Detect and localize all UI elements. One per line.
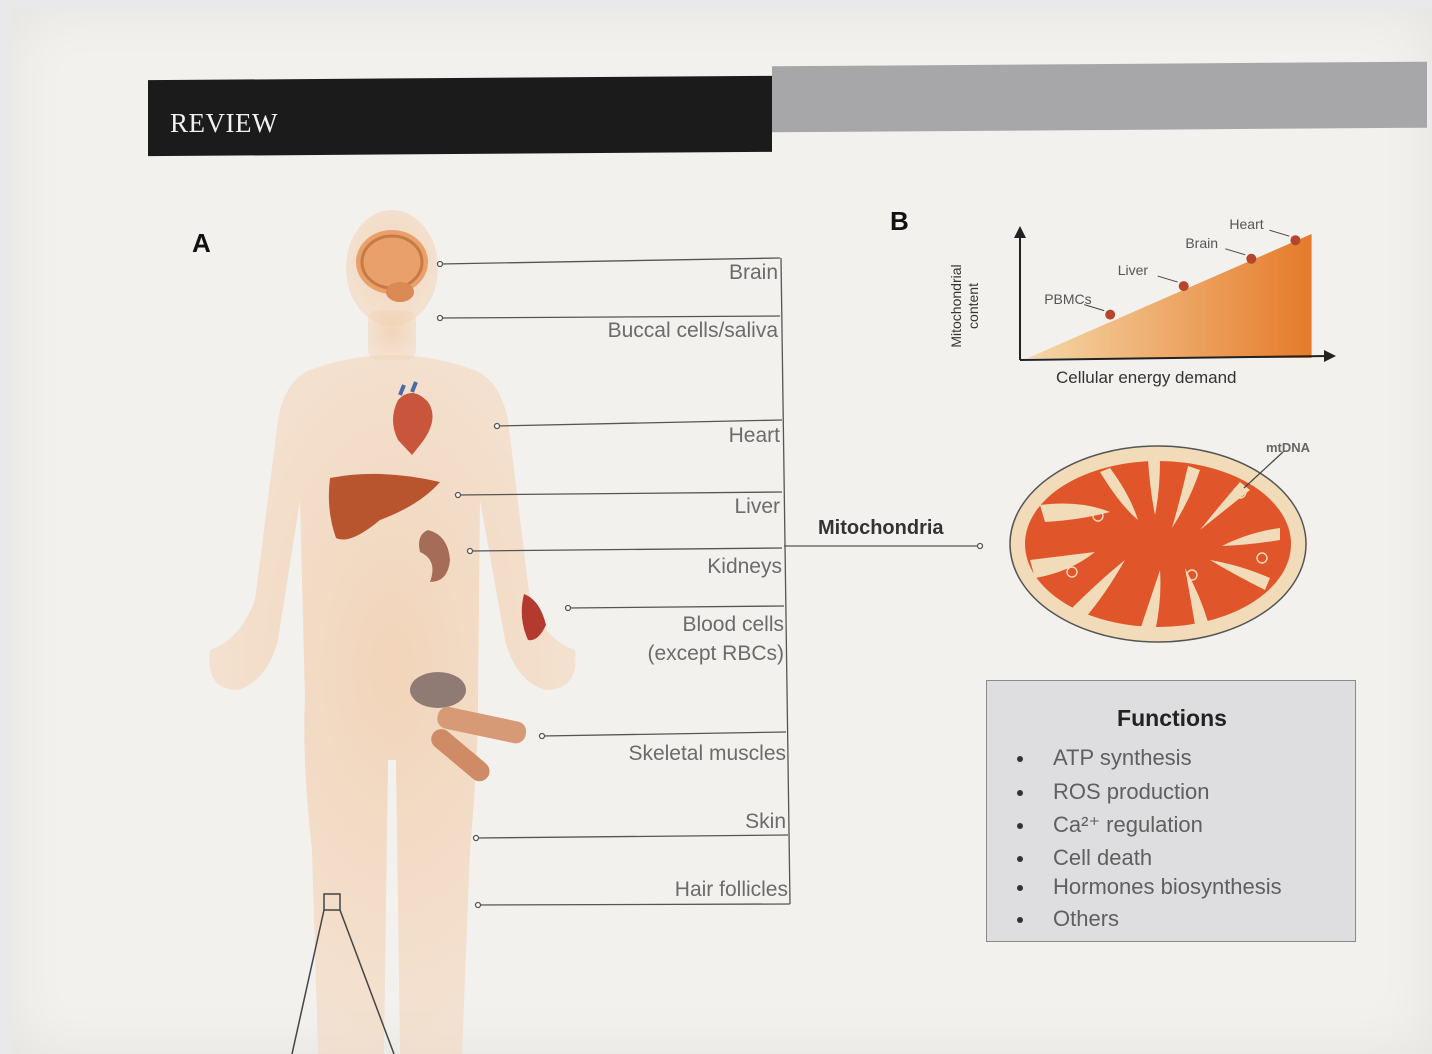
organ-label-blood-cells-note: (except RBCs): [647, 639, 784, 668]
chart-x-arrow: [1324, 350, 1336, 362]
bullet-icon: [1017, 856, 1023, 862]
chart-point-brain: [1246, 254, 1256, 264]
bullet-icon: [1017, 756, 1023, 762]
function-item: Hormones biosynthesis: [1017, 874, 1282, 900]
chart-point-label: PBMCs: [1044, 291, 1091, 307]
organ-label-kidneys: Kidneys: [707, 552, 782, 581]
functions-box: Functions ATP synthesis ROS production C…: [986, 680, 1356, 942]
chart-point-label: Brain: [1185, 235, 1218, 251]
mitochondria-label: Mitochondria: [818, 517, 944, 540]
chart-leader-line: [1158, 276, 1178, 282]
organ-label-blood-cells: Blood cells: [682, 610, 784, 639]
chart-leader-line: [1225, 249, 1245, 255]
organ-label-buccal: Buccal cells/saliva: [608, 316, 778, 345]
function-item: Cell death: [1017, 845, 1152, 871]
chart-point-pbmcs: [1105, 310, 1115, 320]
chart-point-heart: [1290, 235, 1300, 245]
mitochondrion-illustration: [1010, 446, 1306, 642]
function-item: ATP synthesis: [1017, 745, 1192, 771]
chart-x-axis-title: Cellular energy demand: [1056, 368, 1237, 388]
functions-title: Functions: [987, 705, 1357, 732]
chart-y-axis-title: Mitochondrial content: [948, 246, 982, 366]
organ-label-heart: Heart: [729, 421, 780, 450]
bullet-icon: [1017, 823, 1023, 829]
organ-label-hair-follicles: Hair follicles: [675, 875, 788, 904]
organ-label-liver: Liver: [734, 492, 780, 521]
chart-point-liver: [1179, 281, 1189, 291]
bullet-icon: [1017, 790, 1023, 796]
human-body-silhouette: [209, 210, 575, 1054]
bullet-icon: [1017, 885, 1023, 891]
function-item: ROS production: [1017, 779, 1210, 805]
function-item: Ca²⁺ regulation: [1017, 812, 1203, 838]
chart-point-label: Heart: [1229, 216, 1263, 232]
organ-label-skeletal-muscles: Skeletal muscles: [628, 739, 786, 768]
organ-label-brain: Brain: [729, 258, 778, 287]
organ-label-skin: Skin: [745, 807, 786, 836]
chart-y-arrow: [1014, 226, 1026, 238]
chart-leader-line: [1269, 230, 1289, 236]
chart-point-label: Liver: [1118, 262, 1148, 278]
function-item: Others: [1017, 906, 1119, 932]
mtdna-label: mtDNA: [1266, 440, 1310, 455]
bullet-icon: [1017, 917, 1023, 923]
